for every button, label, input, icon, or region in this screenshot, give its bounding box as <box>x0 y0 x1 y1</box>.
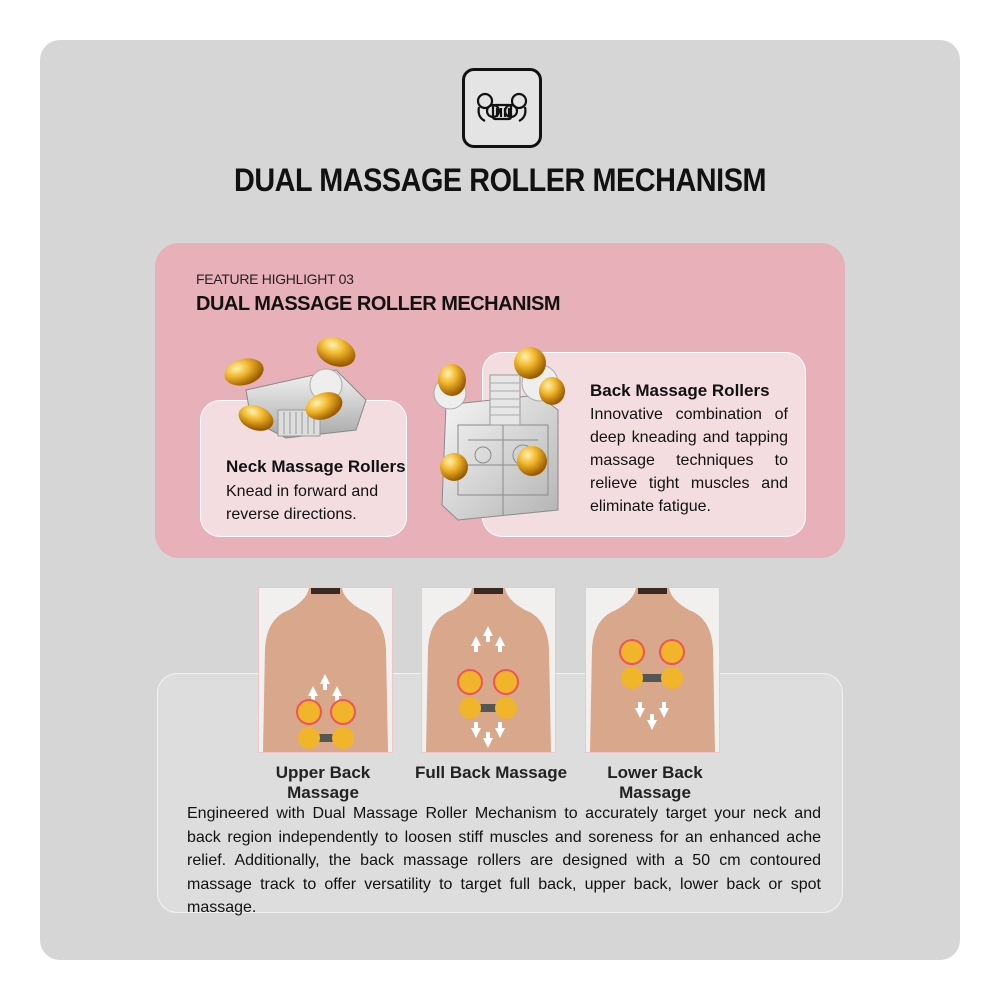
lower-back-massage-label: Lower Back Massage <box>607 763 703 802</box>
neck-rollers-title: Neck Massage Rollers <box>226 457 406 476</box>
upper-back-massage-label: Upper Back Massage <box>275 763 371 802</box>
back-rollers-description: Innovative combination of deep kneading … <box>590 406 788 515</box>
lower-back-massage-photo <box>585 587 720 753</box>
back-rollers-title: Back Massage Rollers <box>590 381 770 400</box>
back-rollers-illustration <box>428 345 578 530</box>
neck-rollers-description: Knead in forward and reverse directions. <box>226 483 379 523</box>
full-back-massage-photo <box>421 587 556 753</box>
neck-rollers-illustration <box>216 330 386 450</box>
page-title: DUAL MASSAGE ROLLER MECHANISM <box>233 162 767 198</box>
description-text: Engineered with Dual Massage Roller Mech… <box>187 805 821 916</box>
feature-title: DUAL MASSAGE ROLLER MECHANISM <box>196 293 561 315</box>
dual-roller-icon <box>462 68 542 148</box>
upper-back-massage-photo <box>258 587 393 753</box>
full-back-massage-label: Full Back Massage <box>414 763 568 782</box>
feature-kicker: FEATURE HIGHLIGHT 03 <box>196 271 354 287</box>
